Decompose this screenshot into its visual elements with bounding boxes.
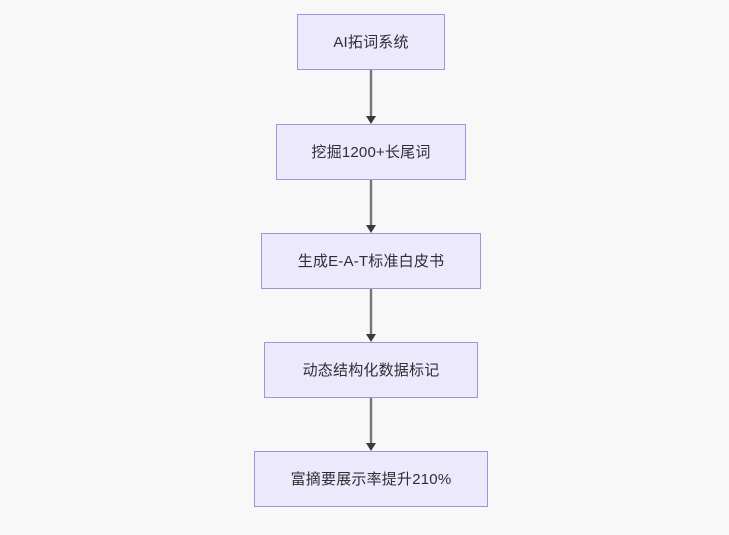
flow-node-label: 富摘要展示率提升210% — [290, 470, 452, 488]
flow-node-label: 挖掘1200+长尾词 — [311, 143, 431, 161]
flow-node-5[interactable]: 富摘要展示率提升210% — [254, 451, 488, 507]
flow-arrow-connector — [364, 70, 378, 124]
flow-node-label: AI拓词系统 — [333, 33, 409, 51]
flow-node-4[interactable]: 动态结构化数据标记 — [264, 342, 478, 398]
flow-node-label: 生成E-A-T标准白皮书 — [297, 252, 445, 270]
flow-arrow-connector — [364, 289, 378, 342]
flow-node-2[interactable]: 挖掘1200+长尾词 — [276, 124, 466, 180]
flow-node-3[interactable]: 生成E-A-T标准白皮书 — [261, 233, 481, 289]
flow-arrow-connector — [364, 180, 378, 233]
flow-arrow-connector — [364, 398, 378, 451]
flow-node-1[interactable]: AI拓词系统 — [297, 14, 445, 70]
flow-node-label: 动态结构化数据标记 — [302, 361, 440, 379]
